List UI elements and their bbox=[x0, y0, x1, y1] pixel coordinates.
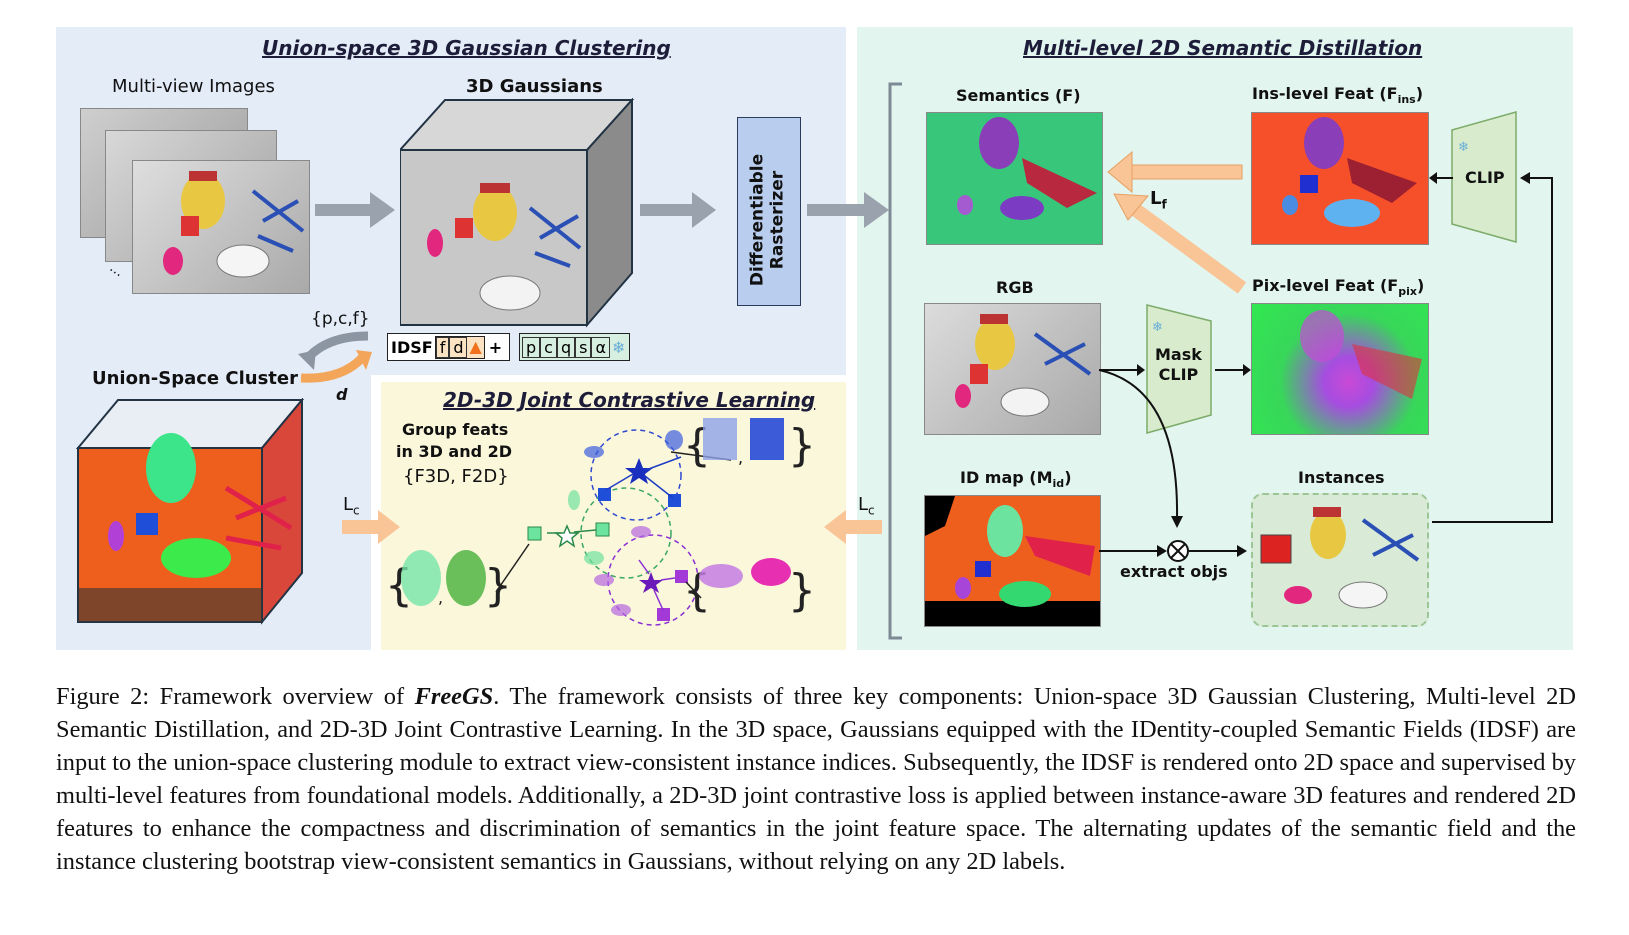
group-feats-line1: Group feats bbox=[402, 420, 509, 439]
idsf-cells-a: f d ▲ bbox=[434, 335, 485, 359]
caption-prefix: Figure 2: Framework overview of bbox=[56, 683, 415, 710]
attr-cell-c: c bbox=[540, 336, 557, 358]
gaussians-cube bbox=[400, 98, 635, 328]
pix-level-label: Pix-level Feat (Fpix) bbox=[1252, 276, 1425, 299]
clip-label: CLIP bbox=[1465, 168, 1505, 187]
pix-level-image bbox=[1251, 303, 1429, 435]
union-cluster-cube bbox=[76, 398, 305, 625]
extract-label: extract objs bbox=[1120, 562, 1228, 581]
group-feats-line3: {F3D, F2D} bbox=[403, 466, 509, 487]
lf-label: Lf bbox=[1150, 188, 1167, 212]
caption-body: . The framework consists of three key co… bbox=[56, 683, 1576, 875]
idsf-cell-f: f bbox=[435, 336, 450, 358]
rasterizer-line2: Rasterizer bbox=[767, 170, 788, 270]
lc-right-l: L bbox=[858, 494, 869, 515]
semantics-graphic bbox=[957, 117, 1097, 220]
outputs-bracket bbox=[888, 82, 902, 640]
svg-text:}: } bbox=[788, 565, 816, 616]
instances-graphic bbox=[1260, 507, 1420, 609]
arrow-images-to-gaussians bbox=[315, 192, 395, 228]
mask-clip-line2: CLIP bbox=[1158, 365, 1199, 384]
multi-level-title: Multi-level 2D Semantic Distillation bbox=[1023, 36, 1423, 60]
d-label: d bbox=[336, 385, 348, 404]
contrastive-title: 2D-3D Joint Contrastive Learning bbox=[443, 388, 816, 412]
snowflake-icon: ❄ bbox=[612, 337, 626, 357]
lf-arrows bbox=[1107, 150, 1246, 294]
attr-cell-alpha: α bbox=[591, 336, 610, 358]
attr-cell-q: q bbox=[556, 336, 576, 358]
framework-figure: Union-space 3D Gaussian Clustering Multi… bbox=[56, 27, 1573, 650]
rgb-graphic bbox=[955, 314, 1092, 417]
ins-level-label: Ins-level Feat (Fins) bbox=[1252, 84, 1424, 107]
figure-caption: Figure 2: Framework overview of FreeGS. … bbox=[56, 680, 1576, 878]
semantics-label: Semantics (F) bbox=[956, 86, 1081, 105]
id-map-label: ID map (Mid) bbox=[960, 468, 1072, 491]
instances-label: Instances bbox=[1298, 468, 1385, 487]
comma-right: , bbox=[738, 448, 744, 467]
semantics-image bbox=[926, 112, 1103, 245]
mask-clip-label: Mask CLIP bbox=[1155, 345, 1202, 385]
gaussians-label: 3D Gaussians bbox=[466, 76, 603, 97]
rasterizer-label: Differentiable Rasterizer bbox=[748, 127, 788, 314]
group-feats-line2: in 3D and 2D bbox=[396, 442, 513, 461]
ins-level-graphic bbox=[1282, 117, 1417, 227]
clip-snowflake-icon: ❄ bbox=[1458, 140, 1469, 155]
lc-left-arrow bbox=[342, 510, 400, 544]
pix-level-graphic bbox=[1300, 310, 1422, 399]
rgb-image bbox=[924, 303, 1101, 435]
gaussian-attrs-bar: p c q s α ❄ bbox=[519, 333, 631, 361]
multiview-image-front bbox=[132, 160, 310, 294]
idsf-bar: IDSF f d ▲ + bbox=[387, 333, 511, 361]
lc-right-arrow bbox=[824, 510, 882, 544]
multiview-label: Multi-view Images bbox=[112, 76, 275, 97]
mask-clip-line1: Mask bbox=[1155, 345, 1202, 364]
rgb-label: RGB bbox=[996, 278, 1034, 297]
idsf-cell-d: d bbox=[449, 336, 468, 358]
rasterizer-line1: Differentiable bbox=[747, 153, 768, 287]
ins-level-image bbox=[1251, 112, 1429, 245]
arrow-clip-to-ins bbox=[1429, 172, 1453, 184]
lf-sub: f bbox=[1161, 197, 1167, 212]
pcf-label: {p,c,f} bbox=[311, 309, 370, 329]
lf-l: L bbox=[1150, 188, 1162, 209]
lc-left-sub: c bbox=[353, 503, 360, 518]
loop-arrow bbox=[1432, 172, 1553, 523]
extract-operator bbox=[1099, 540, 1247, 562]
contrastive-diagram: { , } { } { } bbox=[385, 418, 816, 626]
mask-clip-snowflake-icon: ❄ bbox=[1152, 320, 1163, 335]
differentiable-rasterizer-box bbox=[737, 117, 801, 306]
scene-toys-graphic bbox=[163, 171, 305, 278]
fire-icon: ▲ bbox=[469, 336, 482, 356]
swap-arrows bbox=[298, 331, 372, 383]
idsf-label: IDSF bbox=[391, 337, 433, 357]
arrow-gaussians-to-rasterizer bbox=[640, 192, 716, 228]
arrow-maskclip-to-pix bbox=[1215, 364, 1251, 376]
lc-right-sub: c bbox=[868, 503, 875, 518]
comma-1: , bbox=[438, 588, 443, 607]
union-cluster-label: Union-Space Cluster bbox=[92, 368, 298, 389]
id-map-graphic bbox=[925, 496, 1100, 626]
idsf-plus: + bbox=[488, 337, 503, 357]
attr-cell-s: s bbox=[575, 336, 592, 358]
arrow-rasterizer-to-outputs bbox=[807, 192, 889, 228]
svg-text:}: } bbox=[484, 560, 512, 611]
svg-text:}: } bbox=[788, 420, 816, 471]
id-map-image bbox=[924, 495, 1101, 627]
lc-right-label: Lc bbox=[858, 494, 875, 518]
mask-clip-box bbox=[1146, 304, 1212, 434]
lc-left-label: Lc bbox=[343, 494, 360, 518]
clip-box bbox=[1451, 111, 1517, 243]
arrow-rgb-to-extract bbox=[1099, 369, 1183, 528]
lc-left-l: L bbox=[343, 494, 354, 515]
attr-cell-p: p bbox=[522, 336, 541, 358]
union-space-title: Union-space 3D Gaussian Clustering bbox=[262, 36, 671, 60]
arrow-rgb-to-maskclip bbox=[1099, 364, 1145, 376]
instances-box bbox=[1251, 493, 1429, 627]
caption-name: FreeGS bbox=[414, 683, 494, 710]
